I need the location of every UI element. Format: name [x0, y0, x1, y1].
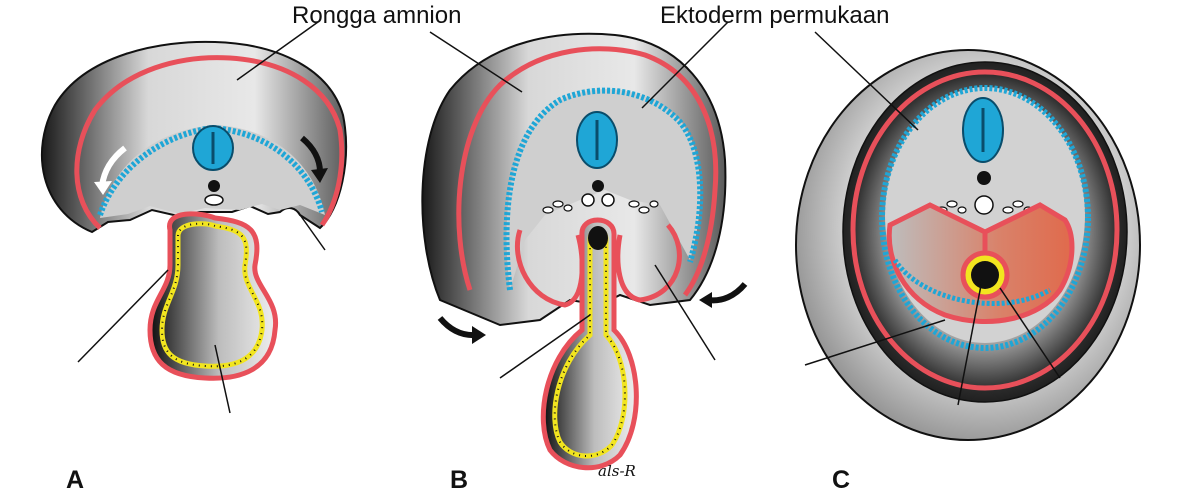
panel-b-somites — [542, 200, 659, 214]
panel-a-amnion — [74, 55, 345, 230]
label-amnion-cavity: Rongga amnion — [292, 2, 462, 29]
panel-a-amniotic-cavity — [100, 125, 325, 218]
panel-b-amniotic-cavity — [506, 89, 701, 290]
panel-b-ectoderm — [503, 87, 704, 291]
panel-letter-c: C — [832, 466, 851, 494]
panel-letter-a: A — [66, 466, 85, 494]
panel-c-ectoderm — [879, 85, 1091, 351]
panel-b-amnion — [456, 46, 719, 297]
panel-b-yolk-stalk — [540, 217, 639, 471]
panel-c-amnion — [850, 69, 1120, 391]
panel-b-arrow-right — [707, 282, 748, 304]
label-surface-ectoderm: Ektoderm permukaan — [660, 2, 890, 29]
panel-c-diagram — [795, 31, 1141, 441]
panel-b-diagram — [421, 21, 748, 471]
panel-b-arrow-left — [437, 316, 477, 339]
panel-c-notochord — [977, 171, 991, 185]
artist-signature: als-R — [598, 462, 636, 480]
panel-a-diagram — [41, 21, 348, 414]
panel-letter-b: B — [450, 466, 469, 494]
panel-b-notochord — [592, 180, 604, 192]
panel-a-notochord — [208, 180, 220, 192]
